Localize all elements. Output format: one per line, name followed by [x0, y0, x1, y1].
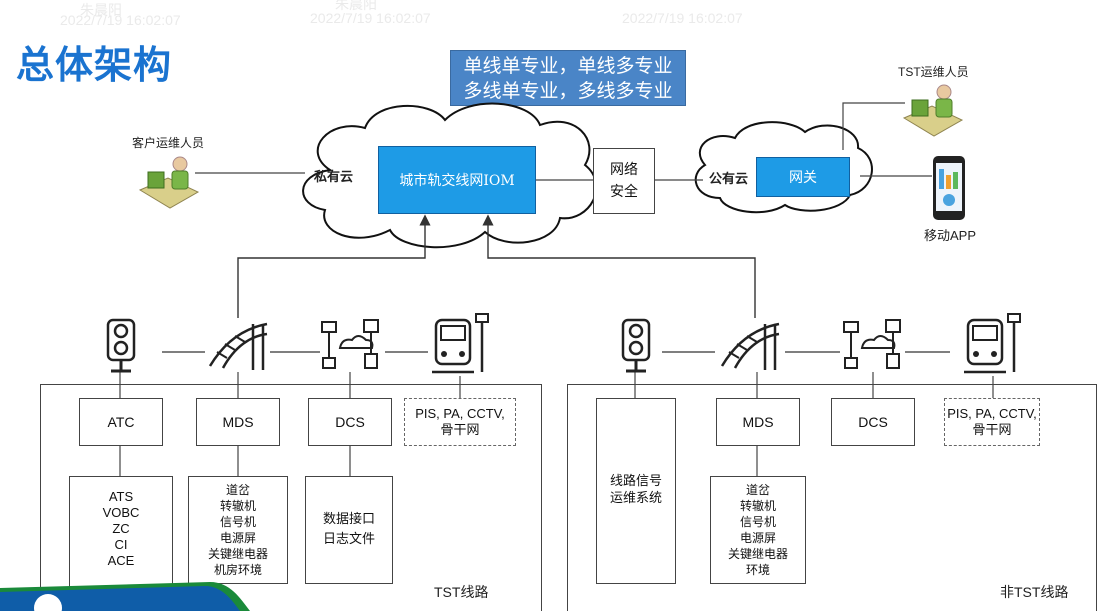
data-network-icon: [321, 319, 379, 369]
tst-region-label: TST线路: [434, 584, 489, 600]
pis-line-1: PIS, PA, CCTV,: [947, 406, 1037, 421]
pis-line-1: PIS, PA, CCTV,: [415, 406, 505, 421]
mds-item: 关键继电器: [727, 547, 788, 561]
dcs-box: DCS: [831, 398, 915, 446]
network-security-box: 网络 安全: [593, 148, 655, 214]
mds-detail-box: 道岔 转辙机 信号机 电源屏 关键继电器 机房环境: [188, 476, 288, 584]
signal-ops-line-2: 运维系统: [609, 491, 662, 506]
banner-line-2: 多线单专业，多线多专业: [463, 81, 673, 102]
pis-box: PIS, PA, CCTV, 骨干网: [944, 398, 1040, 446]
atc-item: CI: [114, 537, 128, 552]
dcs-item: 日志文件: [322, 532, 375, 547]
public-cloud-label: 公有云: [709, 172, 749, 187]
footer-band: [0, 582, 250, 611]
mds-box: MDS: [716, 398, 800, 446]
network-security-line-2: 安全: [610, 184, 638, 200]
private-cloud-label: 私有云: [314, 170, 354, 185]
network-security-line-1: 网络: [610, 162, 638, 178]
mds-item: 环境: [745, 563, 770, 577]
mds-item: 转辙机: [219, 499, 256, 513]
non-tst-region-label: 非TST线路: [1000, 584, 1069, 600]
mobile-app-label: 移动APP: [924, 228, 977, 243]
dcs-detail-box: 数据接口 日志文件: [305, 476, 393, 584]
customer-ops-label: 客户运维人员: [132, 136, 205, 150]
train-icon: [964, 313, 1021, 374]
signal-light-icon: [621, 318, 651, 373]
mds-detail-box: 道岔 转辙机 信号机 电源屏 关键继电器 环境: [710, 476, 806, 584]
atc-item: ZC: [112, 521, 130, 536]
watermark-name: 朱晨阳: [335, 0, 377, 12]
pis-box: PIS, PA, CCTV, 骨干网: [404, 398, 516, 446]
watermark-date: 2022/7/19 16:02:07: [310, 10, 431, 26]
mds-item: 转辙机: [739, 499, 776, 513]
mds-item: 信号机: [739, 515, 776, 529]
tst-ops-person-icon: [902, 84, 964, 137]
tst-line-region: [40, 384, 542, 611]
dcs-item: 数据接口: [322, 512, 375, 527]
data-network-icon: [843, 319, 901, 369]
signal-light-icon: [106, 318, 136, 373]
signal-ops-system-box: 线路信号 运维系统: [596, 398, 676, 584]
page-title: 总体架构: [16, 45, 173, 87]
pis-line-2: 骨干网: [972, 423, 1012, 438]
watermark-name: 朱晨阳: [80, 2, 122, 18]
mds-item: 机房环境: [213, 563, 262, 577]
scope-banner: 单线单专业，单线多专业 多线单专业，多线多专业: [450, 50, 686, 106]
mds-item: 道岔: [745, 483, 770, 497]
atc-item: ACE: [107, 553, 135, 568]
watermark-date: 2022/7/19 16:02:07: [60, 12, 181, 28]
track-switch-icon: [720, 322, 780, 370]
mds-item: 道岔: [225, 483, 250, 497]
track-switch-icon: [208, 322, 268, 370]
mds-item: 电源屏: [219, 531, 256, 545]
gateway-box: 网关: [756, 157, 850, 197]
mobile-phone-icon: [933, 156, 965, 220]
watermark-date: 2022/7/19 16:02:07: [622, 10, 743, 26]
mds-item: 电源屏: [739, 531, 776, 545]
iom-box: 城市轨交线网IOM: [378, 146, 536, 214]
signal-ops-line-1: 线路信号: [609, 474, 662, 489]
pis-line-2: 骨干网: [440, 423, 480, 438]
atc-item: VOBC: [102, 505, 140, 520]
mds-box: MDS: [196, 398, 280, 446]
banner-line-1: 单线单专业，单线多专业: [463, 56, 673, 77]
atc-box: ATC: [79, 398, 163, 446]
mds-item: 信号机: [219, 515, 256, 529]
dcs-box: DCS: [308, 398, 392, 446]
customer-ops-person-icon: [138, 156, 200, 209]
tst-ops-label: TST运维人员: [898, 65, 969, 79]
non-tst-line-region: [567, 384, 1097, 611]
mds-item: 关键继电器: [207, 547, 268, 561]
atc-item: ATS: [108, 489, 134, 504]
train-icon: [432, 313, 489, 374]
